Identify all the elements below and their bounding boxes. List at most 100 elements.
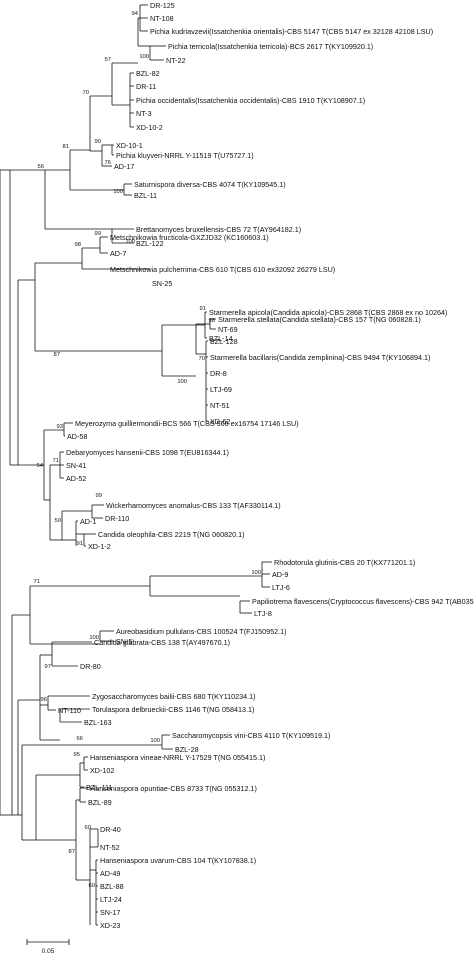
bootstrap-value: 100 (150, 738, 160, 744)
bootstrap-value: 56 (38, 164, 44, 170)
taxon-label: DR-125 (150, 1, 175, 10)
taxon-label: Starmerella bacillaris(Candida zemplinin… (210, 353, 430, 362)
taxon-label: Pichia terricola(Issatchenkia terricola)… (168, 42, 373, 51)
taxon-label: DR-8 (210, 369, 227, 378)
taxon-label: XD-23 (100, 921, 120, 930)
bootstrap-value: 93 (57, 424, 63, 430)
taxon-label: SN-17 (100, 908, 120, 917)
bootstrap-value: 100 (177, 379, 187, 385)
taxon-label: SN-5 (116, 637, 132, 646)
taxon-label: BZL-128 (210, 337, 238, 346)
taxon-label: Torulaspora delbrueckii-CBS 1146 T(NG 05… (92, 705, 254, 714)
taxon-label: Wickerhamomyces anomalus-CBS 133 T(AF330… (106, 501, 281, 510)
taxon-label: BZL-122 (136, 239, 164, 248)
taxon-label: XD-1-2 (88, 542, 111, 551)
taxon-label: XD-10-1 (116, 141, 143, 150)
bootstrap-value: 70 (199, 356, 205, 362)
scale-bar-label: 0.05 (42, 948, 55, 955)
taxon-label: Saccharomycopsis vini-CBS 4110 T(KY10951… (172, 731, 330, 740)
taxon-label: NT-108 (150, 14, 174, 23)
taxon-label: Meyerozyma guilliermondii-BCS 566 T(CBS … (75, 419, 299, 428)
bootstrap-value: 99 (96, 493, 102, 499)
bootstrap-value: 57 (105, 57, 111, 63)
taxon-label: BZL-82 (136, 69, 160, 78)
taxon-label: LTJ-6 (272, 583, 290, 592)
taxon-label: NT-110 (58, 706, 81, 715)
taxon-label: Hanseniaspora opuntiae-CBS 8733 T(NG 055… (90, 784, 257, 793)
bootstrap-value: 81 (63, 144, 69, 150)
taxon-label: BZL-28 (175, 745, 199, 754)
taxon-label: AD-7 (110, 249, 126, 258)
taxon-label: DR-11 (136, 82, 156, 91)
bootstrap-value: 100 (113, 189, 123, 195)
taxon-label: XD-102 (90, 766, 114, 775)
taxon-label: BZL-111 (86, 783, 113, 792)
bootstrap-value: 54 (37, 463, 44, 469)
taxon-label: LTJ-69 (210, 385, 232, 394)
bootstrap-values: 94 100 57 70 90 76 81 100 56 100 99 98 9… (34, 11, 261, 889)
taxon-label: AD-1 (80, 517, 96, 526)
taxon-label: AD-49 (100, 869, 120, 878)
taxon-labels: DR-125 NT-108 Pichia kudriavzevii(Issatc… (58, 1, 474, 930)
taxon-label: AD-9 (272, 570, 288, 579)
bootstrap-value: 100 (125, 239, 135, 245)
bootstrap-value: 91 (77, 541, 83, 547)
bootstrap-value: 50 (55, 518, 61, 524)
bootstrap-value: 98 (209, 318, 215, 324)
taxon-label: Brettanomyces bruxellensis-CBS 72 T(AY96… (136, 225, 301, 234)
bootstrap-value: 87 (69, 849, 75, 855)
taxon-label: Starmerella apicola(Candida apicola)-CBS… (209, 308, 447, 317)
taxon-label: DR-80 (80, 662, 101, 671)
bootstrap-value: 100 (139, 54, 149, 60)
taxon-label: LTJ-8 (254, 609, 272, 618)
bootstrap-value: 95 (74, 752, 80, 758)
taxon-label: AD-52 (66, 474, 86, 483)
taxon-label: Pichia occidentalis(Issatchenkia occiden… (136, 96, 365, 105)
bootstrap-value: 60 (89, 883, 95, 889)
taxon-label: BZL-89 (88, 798, 112, 807)
bootstrap-value: 91 (200, 306, 206, 312)
scale-bar: 0.05 (26, 939, 70, 955)
taxon-label: AD-17 (114, 162, 134, 171)
taxon-label: BZL-14 (209, 334, 233, 343)
taxon-label: NT-51 (210, 401, 230, 410)
tree-branches (0, 4, 272, 926)
taxon-label: AD-58 (67, 432, 87, 441)
taxon-label: LTJ-24 (100, 895, 122, 904)
taxon-label: Saturnispora diversa-CBS 4074 T(KY109545… (134, 180, 286, 189)
bootstrap-value: 66 (77, 736, 83, 742)
taxon-label: DR-110 (105, 514, 129, 523)
bootstrap-value: 96 (41, 697, 47, 703)
bootstrap-value: 87 (54, 352, 60, 358)
taxon-label: Debaryomyces hansenii-CBS 1098 T(EU81634… (66, 448, 229, 457)
taxon-label: DR-40 (100, 825, 121, 834)
bootstrap-value: 76 (105, 160, 111, 166)
taxon-label: Pichia kluyveri-NRRL Y-11519 T(U75727.1) (116, 151, 254, 160)
taxon-label: Metschnikowia pulcherrima-CBS 610 T(CBS … (110, 265, 335, 274)
taxon-label: Zygosaccharomyces bailii-CBS 680 T(KY110… (92, 692, 256, 701)
taxon-label: Hanseniaspora vineae-NRRL Y-17529 T(NG 0… (90, 753, 265, 762)
bootstrap-value: 71 (34, 579, 40, 585)
taxon-label: Aureobasidium pullulans-CBS 100524 T(FJ1… (116, 627, 286, 636)
bootstrap-value: 98 (75, 242, 81, 248)
taxon-label: NT-3 (136, 109, 152, 118)
taxon-label: NT-52 (100, 843, 120, 852)
taxon-label: Pichia kudriavzevii(Issatchenkia orienta… (150, 27, 433, 36)
taxon-label: BZL-163 (84, 718, 112, 727)
taxon-label: SN-25 (152, 279, 172, 288)
bootstrap-value: 100 (89, 635, 99, 641)
bootstrap-value: 99 (95, 231, 101, 237)
taxon-label: NT-69 (218, 325, 238, 334)
taxon-label: Hanseniaspora uvarum-CBS 104 T(KY107838.… (100, 856, 256, 865)
taxon-label: Rhodotorula glutinis-CBS 20 T(KX771201.1… (274, 558, 415, 567)
taxon-label: XD-62 (210, 417, 230, 426)
bootstrap-value: 90 (95, 139, 101, 145)
taxon-label: Metschnikowia fructicola-GXZJD32 (KC1606… (110, 233, 269, 242)
bootstrap-value: 70 (83, 90, 89, 96)
taxon-label: Candida oleophila-CBS 2219 T(NG 060820.1… (98, 530, 245, 539)
taxon-label: Starmerella stellata(Candida stellata)-C… (218, 315, 421, 324)
taxon-label: BZL-11 (134, 191, 157, 200)
taxon-label: BZL-88 (100, 882, 124, 891)
bootstrap-value: 100 (251, 570, 261, 576)
